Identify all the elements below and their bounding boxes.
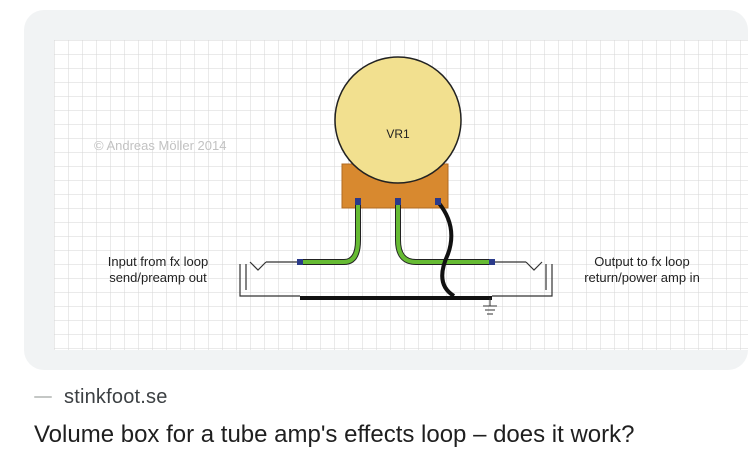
pot-terminal-1 (355, 198, 361, 205)
wiring-diagram-image: © Andreas Möller 2014 VR1 (54, 40, 748, 350)
output-jack-terminal (489, 259, 495, 265)
result-title-link[interactable]: Volume box for a tube amp's effects loop… (34, 421, 635, 448)
potentiometer-knob (334, 56, 462, 184)
pot-terminal-2 (395, 198, 401, 205)
input-jack-terminal (297, 259, 303, 265)
dash-favicon-icon (34, 390, 52, 404)
copyright-watermark: © Andreas Möller 2014 (94, 138, 226, 153)
input-label-line1: Input from fx loop (108, 254, 208, 269)
wire-ground (436, 200, 456, 298)
output-jack (492, 261, 553, 297)
ground-symbol (483, 298, 497, 315)
output-label-line2: return/power amp in (584, 270, 700, 285)
pot-label: VR1 (386, 127, 410, 141)
image-result-card[interactable]: © Andreas Möller 2014 VR1 (24, 10, 748, 370)
wire-output (396, 202, 492, 264)
output-label-line1: Output to fx loop (594, 254, 689, 269)
pot-terminal-3 (435, 198, 441, 205)
source-name: stinkfoot.se (64, 385, 168, 408)
input-jack (239, 261, 300, 297)
result-source[interactable]: stinkfoot.se (34, 384, 168, 410)
wire-input (300, 202, 360, 264)
input-label-line2: send/preamp out (109, 270, 207, 285)
